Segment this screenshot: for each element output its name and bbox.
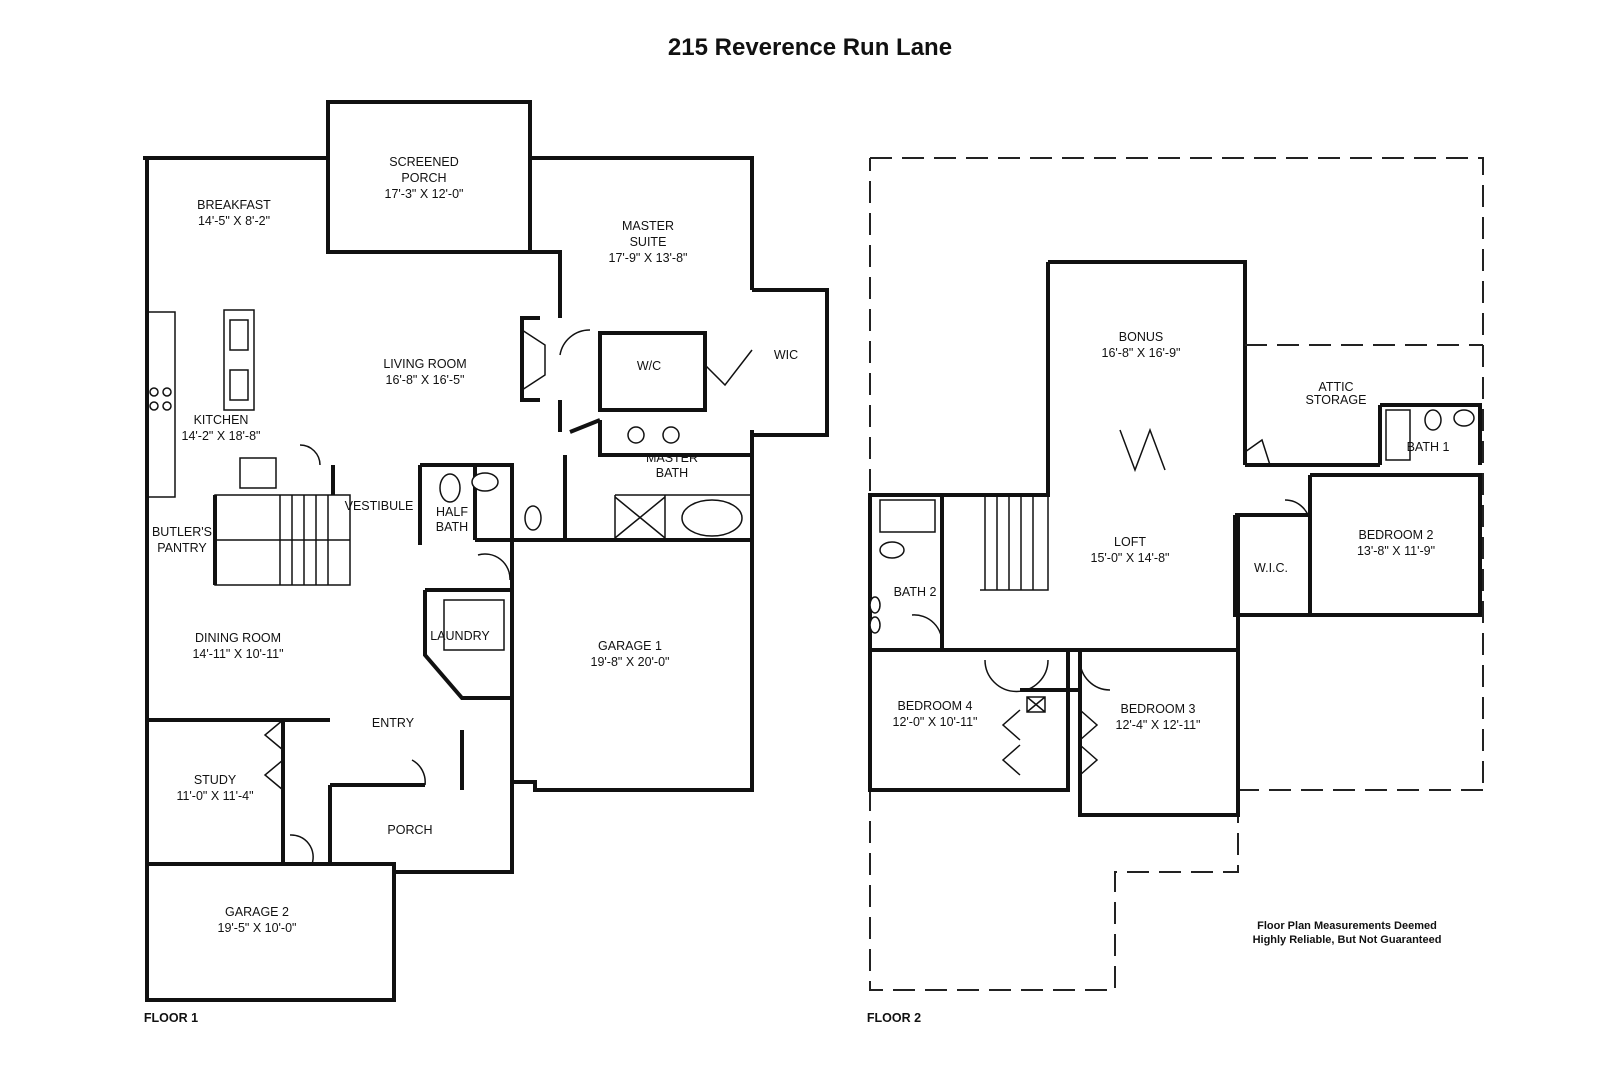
attic-storage-label-2: STORAGE — [1306, 393, 1367, 407]
floor-2-label: FLOOR 2 — [867, 1011, 921, 1025]
garage-2-walls — [145, 862, 396, 1002]
floor-2-labels: BONUS 16'-8" X 16'-9" ATTIC STORAGE BATH… — [867, 330, 1450, 1025]
wc-label: W/C — [637, 359, 661, 373]
master-suite-label: MASTER — [622, 219, 674, 233]
half-bath-label: HALF — [436, 505, 468, 519]
bedroom-4-label: BEDROOM 4 — [897, 699, 972, 713]
plan-title: 215 Reverence Run Lane — [667, 34, 953, 61]
garage-1-dims: 19'-8" X 20'-0" — [591, 655, 670, 669]
dining-room-dims: 14'-11" X 10'-11" — [192, 647, 283, 661]
floor-1-label: FLOOR 1 — [144, 1011, 198, 1025]
bedroom-3-dims: 12'-4" X 12'-11" — [1116, 718, 1201, 732]
bath-1-label: BATH 1 — [1407, 440, 1450, 454]
floor-1-labels: SCREENED PORCH 17'-3" X 12'-0" BREAKFAST… — [144, 155, 798, 1025]
floor-2-plan — [868, 157, 1484, 991]
garage-2-label: GARAGE 2 — [225, 905, 289, 919]
breakfast-dims: 14'-5" X 8'-2" — [198, 214, 270, 228]
loft-dims: 15'-0" X 14'-8" — [1091, 551, 1170, 565]
screened-porch-label-2: PORCH — [401, 171, 446, 185]
screened-porch-dims: 17'-3" X 12'-0" — [385, 187, 464, 201]
study-dims: 11'-0" X 11'-4" — [176, 789, 253, 803]
bedroom-2-dims: 13'-8" X 11'-9" — [1357, 544, 1435, 558]
bonus-label: BONUS — [1119, 330, 1163, 344]
screened-porch-walls — [326, 100, 532, 254]
study-label: STUDY — [194, 773, 237, 787]
vestibule-label: VESTIBULE — [345, 499, 414, 513]
breakfast-label: BREAKFAST — [197, 198, 271, 212]
master-suite-label-2: SUITE — [630, 235, 667, 249]
dining-room-label: DINING ROOM — [195, 631, 281, 645]
kitchen-label: KITCHEN — [194, 413, 249, 427]
wc-closet — [598, 331, 707, 412]
attic-storage-label: ATTIC — [1318, 380, 1353, 394]
laundry-label: LAUNDRY — [430, 629, 490, 643]
wic-floor-2-label: W.I.C. — [1254, 561, 1288, 575]
screened-porch-label: SCREENED — [389, 155, 458, 169]
living-room-dims: 16'-8" X 16'-5" — [386, 373, 465, 387]
bedroom-3-label: BEDROOM 3 — [1120, 702, 1195, 716]
bedroom-2-label: BEDROOM 2 — [1358, 528, 1433, 542]
garage-2-dims: 19'-5" X 10'-0" — [218, 921, 297, 935]
master-bath-label-2: BATH — [656, 466, 688, 480]
kitchen-dims: 14'-2" X 18'-8" — [182, 429, 261, 443]
disclaimer-line-2: Highly Reliable, But Not Guaranteed — [1253, 934, 1442, 946]
entry-label: ENTRY — [372, 716, 415, 730]
floor-1-plan — [143, 100, 829, 1002]
porch-label: PORCH — [387, 823, 432, 837]
living-room-label: LIVING ROOM — [383, 357, 466, 371]
master-suite-dims: 17'-9" X 13'-8" — [609, 251, 688, 265]
bath-2-label: BATH 2 — [894, 585, 937, 599]
butlers-pantry-label-2: PANTRY — [157, 541, 207, 555]
bedroom-4-dims: 12'-0" X 10'-11" — [893, 715, 978, 729]
wic-label: WIC — [774, 348, 798, 362]
master-bath-label: MASTER — [646, 451, 698, 465]
loft-label: LOFT — [1114, 535, 1146, 549]
butlers-pantry-label: BUTLER'S — [152, 525, 212, 539]
disclaimer-line-1: Floor Plan Measurements Deemed — [1257, 920, 1437, 932]
half-bath-label-2: BATH — [436, 520, 468, 534]
bonus-dims: 16'-8" X 16'-9" — [1102, 346, 1181, 360]
garage-1-label: GARAGE 1 — [598, 639, 662, 653]
